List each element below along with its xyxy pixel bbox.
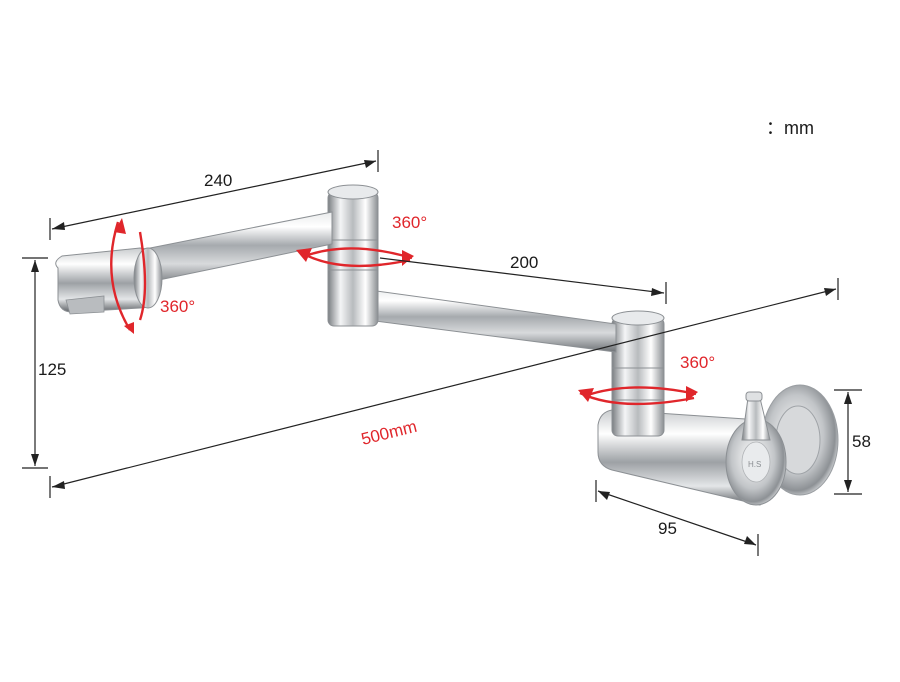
rotation-marker-spout: 360°	[110, 218, 195, 334]
middle-arm	[351, 287, 617, 353]
spout-head[interactable]	[55, 247, 163, 315]
lever-handle[interactable]	[741, 391, 771, 441]
spout-height-label: 125	[38, 360, 66, 379]
total-length-label: 500mm	[359, 417, 419, 449]
spout-length-label: 240	[204, 171, 232, 190]
dimension-arm-length: 200	[379, 253, 667, 304]
lower-rotation-label: 360°	[680, 353, 715, 372]
dimension-spout-length: 240	[49, 150, 379, 240]
dimension-base-depth: 95	[595, 480, 759, 556]
rotation-marker-upper: 360°	[296, 213, 427, 268]
rotation-marker-lower: 360°	[578, 353, 715, 406]
lower-swivel-joint[interactable]	[611, 310, 665, 437]
base-height-label: 58	[852, 432, 871, 451]
upper-swivel-joint[interactable]	[327, 184, 379, 327]
spout-rotation-label: 360°	[160, 297, 195, 316]
upper-rotation-label: 360°	[392, 213, 427, 232]
arm-length-label: 200	[510, 253, 538, 272]
brand-mark-logo: H.S	[748, 460, 761, 469]
dimension-base-height: 58	[834, 389, 871, 495]
dimension-spout-height: 125	[22, 257, 66, 469]
base-depth-label: 95	[658, 519, 677, 538]
unit-label: ：mm	[766, 118, 814, 138]
faucet-illustration: H.S	[55, 184, 839, 506]
